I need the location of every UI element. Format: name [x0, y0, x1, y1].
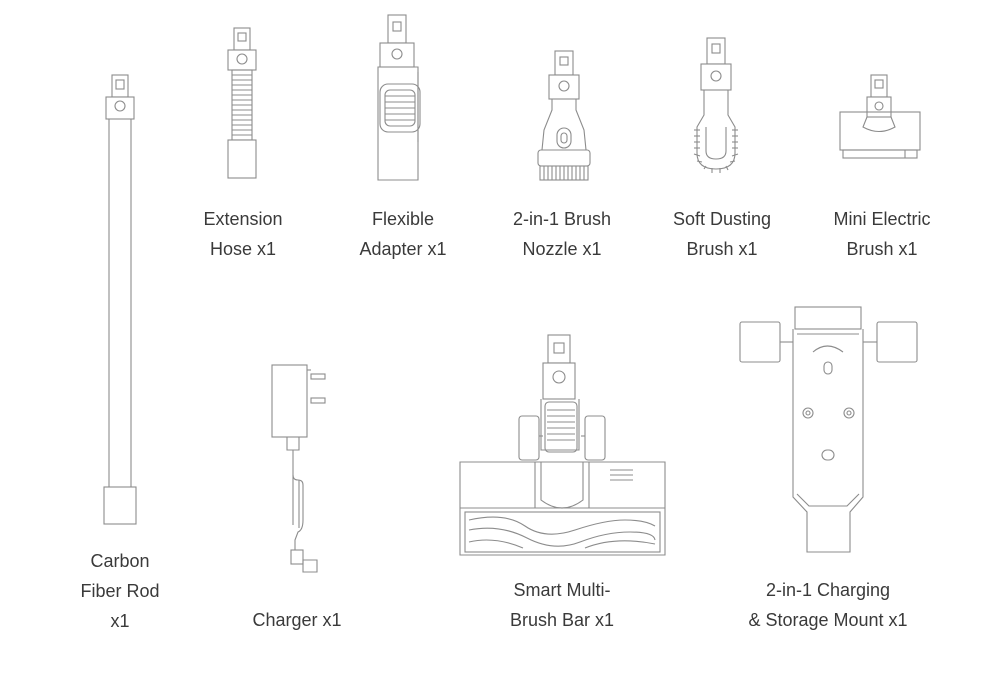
flexible-adapter-icon [377, 14, 421, 181]
mini-electric-brush-label: Mini Electric Brush x1 [833, 209, 931, 259]
flexible-adapter-label: Flexible Adapter x1 [359, 209, 447, 259]
soft-dusting-brush-icon [693, 37, 739, 173]
brush-nozzle-icon [537, 50, 591, 181]
charging-mount-icon [739, 306, 918, 553]
charging-mount-label: 2-in-1 Charging & Storage Mount x1 [748, 580, 908, 630]
charger-label: Charger x1 [252, 610, 342, 630]
brush-nozzle-label: 2-in-1 Brush Nozzle x1 [512, 209, 612, 259]
smart-brush-bar-icon [459, 334, 666, 556]
carbon-fiber-rod-label: Carbon Fiber Rod x1 [80, 551, 160, 631]
smart-brush-bar-label: Smart Multi- Brush Bar x1 [509, 580, 615, 630]
extension-hose-label: Extension Hose x1 [203, 209, 283, 259]
carbon-fiber-rod-icon [103, 74, 137, 525]
soft-dusting-brush-label: Soft Dusting Brush x1 [672, 209, 772, 259]
mini-electric-brush-icon [839, 74, 921, 159]
extension-hose-icon [227, 27, 257, 179]
charger-icon [271, 364, 326, 573]
